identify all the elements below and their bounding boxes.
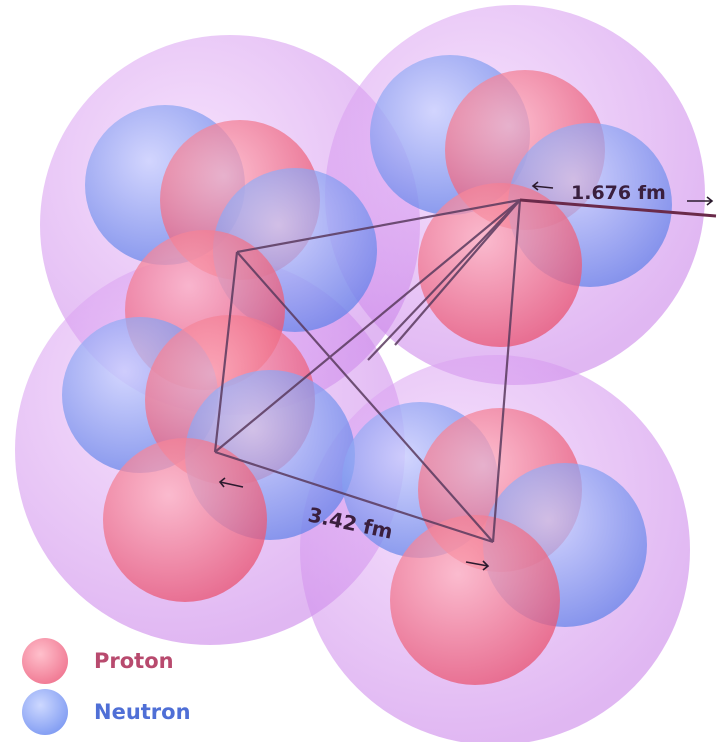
proton-sphere: [418, 183, 582, 347]
edge-line: [367, 199, 521, 361]
edge-line: [491, 199, 522, 543]
arrow-right: [482, 560, 490, 571]
arrow-left: [219, 481, 244, 488]
legend-item-proton: Proton: [22, 638, 174, 684]
legend-item-neutron: Neutron: [22, 689, 191, 735]
edge-line: [236, 251, 494, 543]
neutron-swatch-icon: [22, 689, 68, 735]
edge-line: [394, 199, 521, 346]
radius-label: 1.676 fm: [571, 182, 666, 204]
proton-sphere: [103, 438, 267, 602]
arrow-left: [532, 185, 554, 189]
arrow-left: [218, 477, 226, 488]
arrow-marks: [218, 181, 714, 571]
arrow-right: [706, 196, 714, 206]
edge-line: [236, 198, 521, 254]
proton-swatch-icon: [22, 638, 68, 684]
radius-line: [519, 198, 717, 218]
legend-label-neutron: Neutron: [94, 700, 191, 724]
arrow-right: [465, 561, 489, 567]
proton-sphere: [390, 515, 560, 685]
legend-label-proton: Proton: [94, 649, 174, 673]
edge-line: [213, 251, 239, 453]
edge-line: [214, 199, 521, 453]
edge-line: [214, 450, 494, 544]
arrow-left: [531, 181, 539, 191]
tetrahedron-edges: [213, 198, 522, 544]
